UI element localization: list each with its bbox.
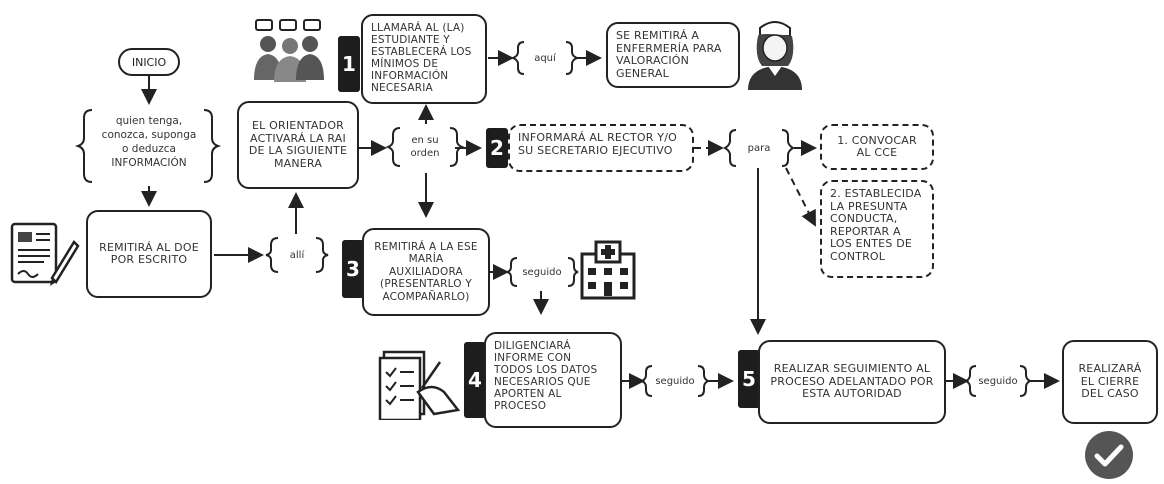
info-line-1: quien tenga, — [115, 115, 183, 127]
step-2-number: 2 — [486, 128, 508, 168]
braces — [74, 41, 1033, 397]
document-sign-icon — [10, 222, 80, 286]
students-icon — [254, 19, 324, 82]
conducta-box: 2. ESTABLECIDA LA PRESUNTA CONDUCTA, REP… — [820, 180, 934, 278]
info-line-2: conozca, suponga — [101, 129, 197, 141]
step-3-box: REMITIRÁ A LA ESE MARÍA AUXILIADORA (Pre… — [362, 228, 490, 316]
para-label: para — [747, 143, 771, 154]
step-4-number: 4 — [464, 342, 486, 418]
orden-label: en su orden — [402, 134, 448, 160]
nurse-icon — [748, 21, 802, 90]
step-1-box: LLAMARÁ AL (LA) ESTUDIANTE Y ESTABLECERÁ… — [361, 14, 487, 104]
seguido-4-label: seguido — [655, 376, 695, 387]
hospital-icon — [580, 240, 636, 300]
seguido-5-label: seguido — [978, 376, 1018, 387]
info-brace-label: quien tenga, conozca, suponga o deduzca … — [96, 114, 202, 170]
seguido-3-label: seguido — [522, 267, 562, 278]
step-2-box: INFORMARÁ AL RECTOR Y/O SU SECRETARIO EJ… — [508, 124, 694, 172]
alli-label: allí — [289, 250, 305, 261]
check-circle-icon — [1085, 431, 1133, 479]
orientador-box: EL ORIENTADOR ACTIVARÁ LA RAI DE LA SIGU… — [237, 101, 359, 189]
aqui-label: aquí — [534, 53, 556, 64]
step-4-box: DILIGENCIARÁ INFORME CON TODOS LOS DATOS… — [484, 332, 622, 428]
cce-box: 1. CONVOCAR AL CCE — [820, 124, 934, 170]
info-line-4: INFORMACIÓN — [111, 157, 187, 169]
enfermeria-box: SE REMITIRÁ A ENFERMERÍA PARA VALORACIÓN… — [606, 22, 740, 88]
orden-line-2: orden — [410, 148, 440, 159]
doe-box: REMITIRÁ AL DOE POR ESCRITO — [86, 210, 212, 298]
step-1-number: 1 — [338, 36, 360, 92]
step-3-number: 3 — [342, 240, 364, 298]
step-5-number: 5 — [738, 350, 760, 408]
report-form-icon — [378, 350, 460, 420]
info-line-3: o deduzca — [122, 143, 176, 155]
step-5-box: REALIZAR SEGUIMIENTO AL PROCESO ADELANTA… — [758, 340, 946, 424]
orden-line-1: en su — [411, 135, 439, 146]
start-node: INICIO — [118, 48, 180, 76]
cierre-box: REALIZARÁ EL CIERRE DEL CASO — [1062, 340, 1158, 424]
